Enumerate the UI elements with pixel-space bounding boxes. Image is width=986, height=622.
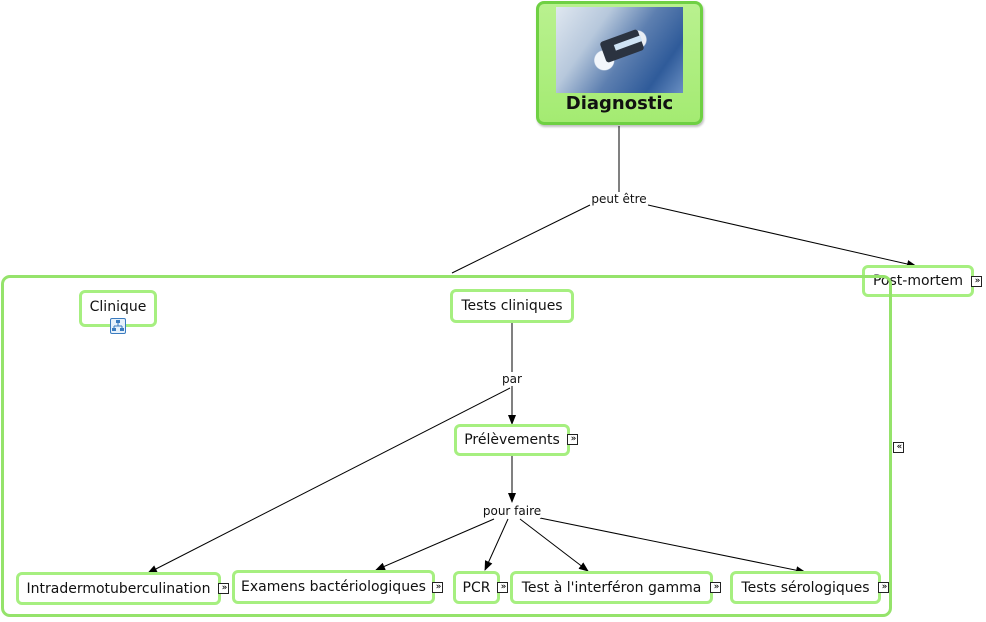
expand-icon[interactable]: »	[710, 582, 721, 593]
link-pour-faire-examens	[375, 518, 495, 571]
collapse-icon[interactable]: «	[893, 442, 904, 453]
clinique-group-frame	[1, 275, 892, 617]
examens-bacteriologiques-label: Examens bactériologiques	[241, 579, 426, 595]
expand-icon[interactable]: »	[567, 434, 578, 445]
clinique-label: Clinique	[89, 299, 147, 315]
expand-icon[interactable]: »	[218, 583, 229, 594]
interferon-node[interactable]: Test à l'interféron gamma	[510, 571, 713, 604]
intradermo-label: Intradermotuberculination	[26, 580, 211, 597]
interferon-label: Test à l'interféron gamma	[521, 579, 702, 596]
root-label: Diagnostic	[565, 93, 674, 114]
prelevements-node[interactable]: Prélèvements	[454, 424, 570, 456]
link-pour-faire-serologiques	[539, 517, 806, 575]
link-pour-faire-interferon	[519, 518, 589, 572]
concept-map-icon[interactable]	[110, 318, 126, 334]
microscope-photo-icon	[556, 7, 683, 93]
tests-cliniques-label: Tests cliniques	[461, 298, 563, 314]
pcr-node[interactable]: PCR	[453, 571, 500, 604]
expand-icon[interactable]: »	[971, 276, 982, 287]
linking-phrase-peut-etre[interactable]: peut être	[591, 192, 647, 206]
expand-icon[interactable]: »	[432, 582, 443, 593]
expand-icon[interactable]: »	[878, 582, 889, 593]
linking-phrase-par[interactable]: par	[502, 372, 522, 386]
post-mortem-node[interactable]: Post-mortem	[862, 265, 974, 297]
tests-serologiques-label: Tests sérologiques	[741, 579, 870, 596]
linking-phrase-pour-faire[interactable]: pour faire	[482, 504, 542, 518]
link-pour-faire-pcr	[484, 518, 509, 571]
prelevements-label: Prélèvements	[464, 432, 560, 448]
root-node-diagnostic[interactable]: Diagnostic	[536, 1, 703, 125]
intradermo-node[interactable]: Intradermotuberculination	[16, 572, 221, 605]
link-par-intradermo	[147, 387, 511, 574]
tests-serologiques-node[interactable]: Tests sérologiques	[730, 571, 881, 604]
link-peut-etre-post-mortem	[647, 204, 917, 268]
pcr-label: PCR	[462, 579, 491, 596]
examens-bacteriologiques-node[interactable]: Examens bactériologiques	[232, 570, 435, 604]
tests-cliniques-node[interactable]: Tests cliniques	[450, 289, 574, 323]
expand-icon[interactable]: »	[497, 582, 508, 593]
link-peut-etre-clinique-group	[451, 204, 591, 274]
post-mortem-label: Post-mortem	[872, 273, 964, 289]
